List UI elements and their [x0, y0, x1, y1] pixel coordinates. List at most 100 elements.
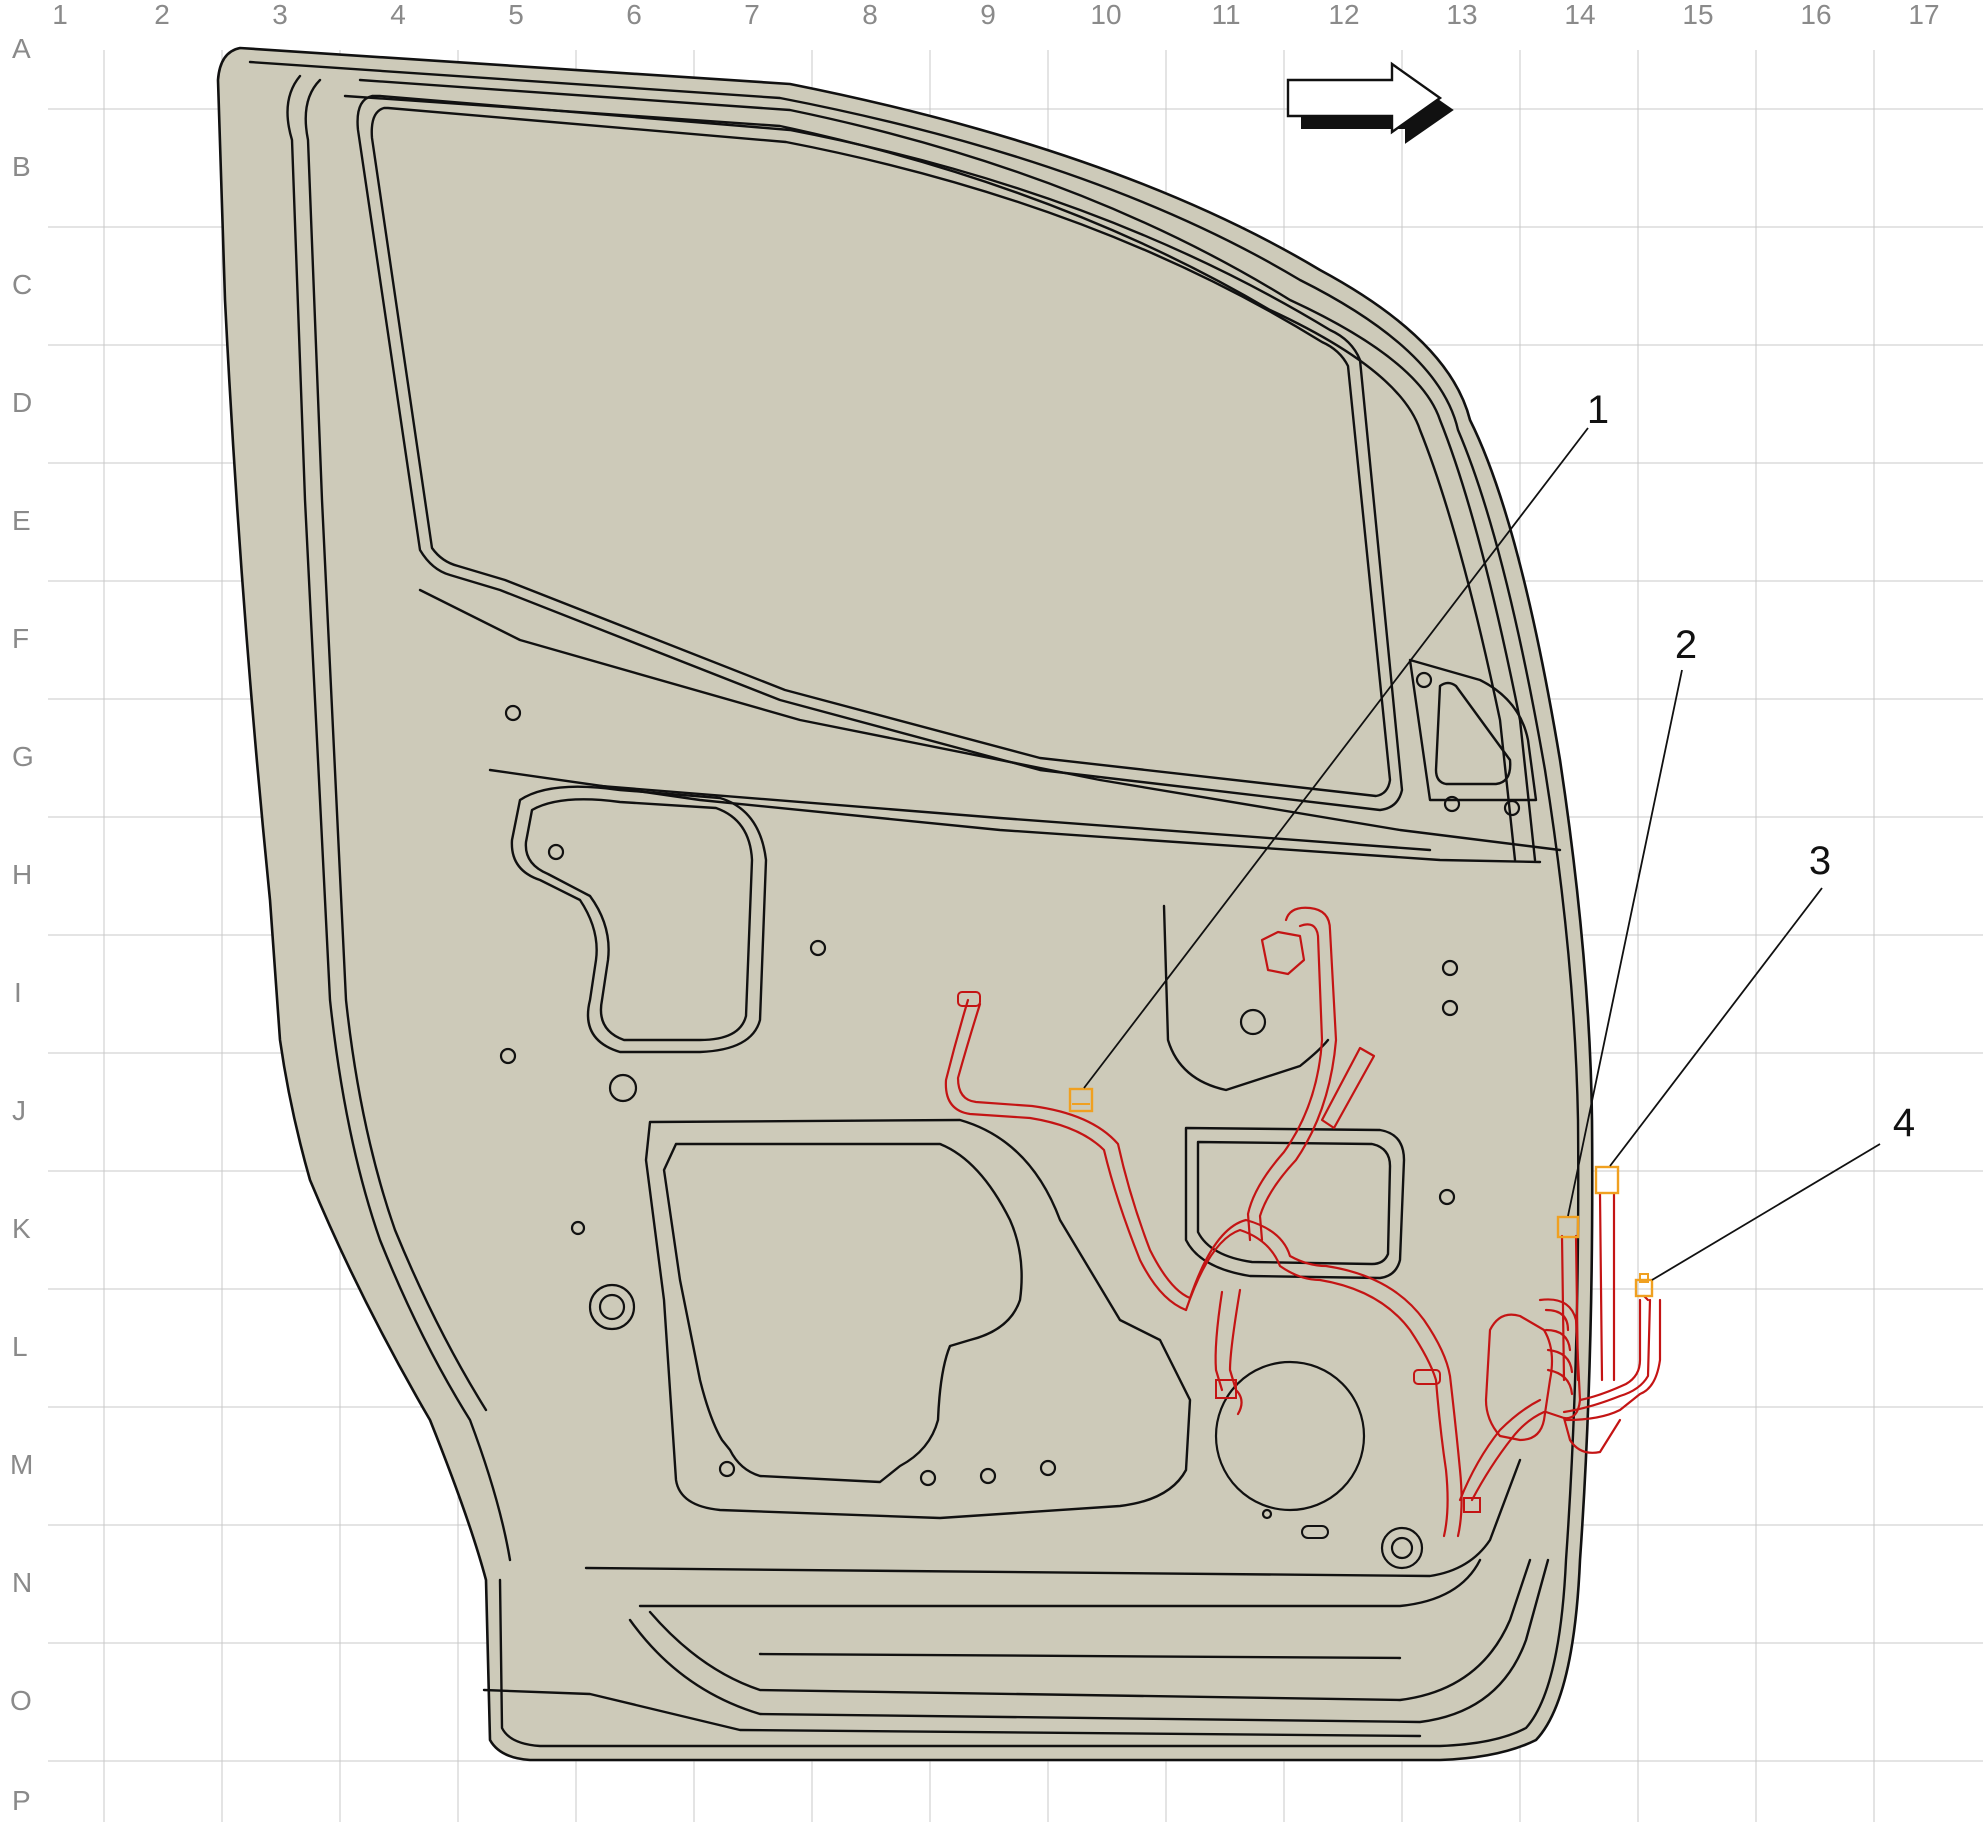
harness-clip	[1320, 1046, 1376, 1130]
leader-line-1	[1083, 427, 1589, 1089]
drain-plug-inner	[598, 1293, 626, 1321]
col-label: 11	[1211, 0, 1240, 30]
col-label: 3	[272, 0, 288, 30]
row-label: M	[10, 1449, 33, 1480]
flange-line	[304, 78, 488, 1412]
connector-icon	[1634, 1273, 1654, 1298]
harness-grommet	[1413, 1369, 1441, 1385]
harness-branch	[1214, 1290, 1224, 1392]
lower-rail	[638, 1558, 1482, 1608]
row-label: O	[10, 1685, 32, 1716]
harness-trunk	[1184, 1228, 1449, 1538]
col-label: 12	[1328, 0, 1359, 30]
row-label: J	[12, 1095, 26, 1126]
row-label: G	[12, 741, 34, 772]
col-label: 2	[154, 0, 170, 30]
row-label: A	[12, 33, 31, 64]
harness-bundle	[1484, 1313, 1554, 1442]
harness-branch	[1258, 906, 1338, 1242]
callout-labels: 1 2 3 4	[1587, 388, 1915, 1145]
callout-3: 3	[1809, 839, 1831, 883]
mount-hole	[1441, 959, 1459, 977]
lower-rail	[758, 1652, 1402, 1660]
callout-2: 2	[1675, 623, 1697, 667]
handle-cutout-inner	[524, 798, 754, 1042]
mount-hole	[809, 939, 827, 957]
mount-hole	[1443, 795, 1461, 813]
speaker-opening	[1214, 1360, 1366, 1512]
belt-rail	[598, 784, 1432, 852]
lower-cutout-frame	[644, 1118, 1192, 1520]
mount-hole	[718, 1460, 736, 1478]
inner-panel-recess	[1184, 1126, 1406, 1280]
col-label: 10	[1090, 0, 1121, 30]
harness-branch	[1246, 923, 1324, 1242]
mount-hole	[547, 843, 565, 861]
window-opening-inner	[370, 106, 1392, 798]
mount-hole	[1039, 1459, 1057, 1477]
col-label: 6	[626, 0, 642, 30]
flange-line	[286, 74, 512, 1562]
leader-line-3	[1609, 887, 1823, 1167]
row-label: H	[12, 859, 32, 890]
col-label: 16	[1800, 0, 1831, 30]
col-label: 14	[1564, 0, 1595, 30]
lower-cutout	[662, 1142, 1023, 1484]
window-frame-outer	[358, 78, 1537, 862]
col-label: 17	[1908, 0, 1939, 30]
vent-frame	[1408, 658, 1538, 802]
row-label: D	[12, 387, 32, 418]
row-label: E	[12, 505, 31, 536]
row-label: L	[12, 1331, 28, 1362]
lower-rail	[584, 1458, 1522, 1578]
belt-rail	[418, 588, 1562, 852]
drain-plug	[1380, 1526, 1424, 1570]
row-label: C	[12, 269, 32, 300]
lower-rail	[628, 1558, 1550, 1724]
col-label: 4	[390, 0, 406, 30]
harness-branch	[1564, 1298, 1662, 1422]
harness-grommet	[957, 991, 981, 1007]
mount-hole	[608, 1073, 638, 1103]
row-label: B	[12, 151, 31, 182]
col-label: 1	[52, 0, 68, 30]
mount-hole	[1441, 999, 1459, 1017]
harness-lead	[1598, 1192, 1604, 1382]
connector-icon	[1556, 1215, 1580, 1239]
door-outline	[216, 46, 1594, 1762]
door-panel	[216, 46, 1594, 1762]
mount-hole	[1261, 1508, 1273, 1520]
mount-hole	[570, 1220, 586, 1236]
connector-icon	[1068, 1087, 1094, 1113]
harness-lead	[1560, 1234, 1566, 1382]
connectors	[1068, 1087, 1654, 1298]
mount-hole	[1438, 1188, 1456, 1206]
harness-branch	[1562, 1416, 1622, 1454]
drain-plug	[588, 1283, 636, 1331]
col-label: 5	[508, 0, 524, 30]
mount-hole	[1239, 1008, 1267, 1036]
slot	[1301, 1525, 1329, 1539]
row-label: I	[14, 977, 22, 1008]
row-label: P	[12, 1785, 31, 1816]
vent-frame-inner	[1434, 681, 1512, 786]
leader-line-4	[1651, 1143, 1881, 1281]
callout-1: 1	[1587, 388, 1609, 432]
window-opening	[356, 94, 1404, 812]
arrow-right-icon	[1286, 61, 1454, 144]
mount-hole	[504, 704, 522, 722]
leader-line-2	[1567, 669, 1683, 1217]
mount-hole	[1503, 799, 1521, 817]
harness-lead	[1574, 1234, 1580, 1382]
window-frame-outer	[343, 94, 1517, 862]
inner-panel-recess-inner	[1196, 1140, 1392, 1266]
harness-trunk	[1188, 1218, 1463, 1538]
column-labels: 1 2 3 4 5 6 7 8 9 10 11 12 13 14 15 16 1…	[52, 0, 1939, 30]
drain-plug-inner	[1390, 1536, 1414, 1560]
connector-icon	[1594, 1165, 1620, 1195]
col-label: 8	[862, 0, 878, 30]
mount-hole	[1415, 671, 1433, 689]
wiring-harness	[944, 906, 1662, 1538]
row-label: F	[12, 623, 29, 654]
col-label: 7	[744, 0, 760, 30]
